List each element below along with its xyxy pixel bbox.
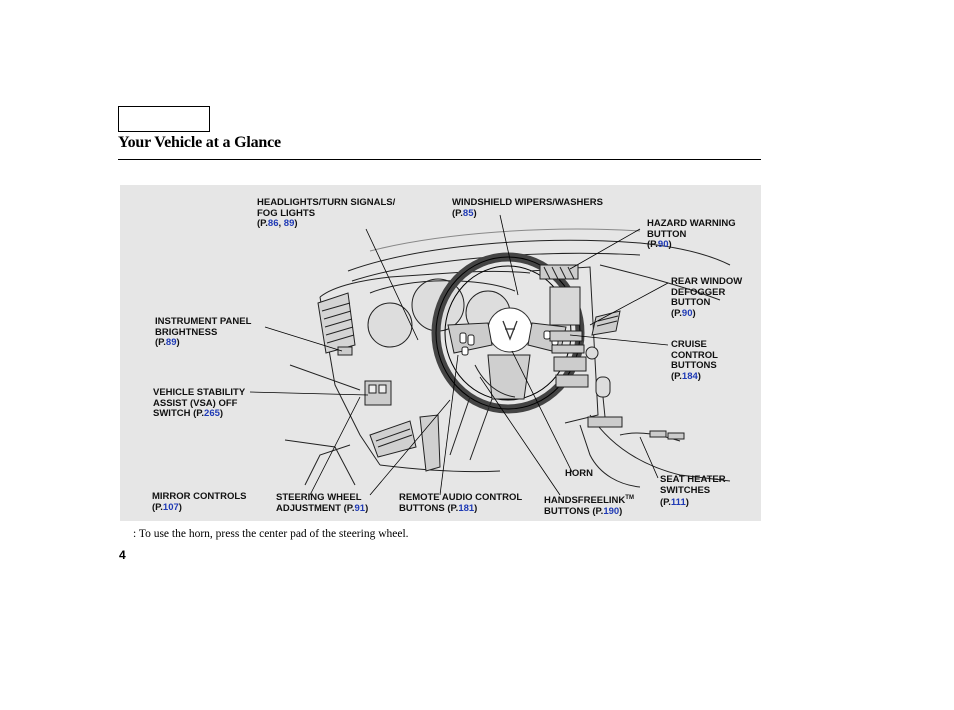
- center-stack-drawing: [529, 264, 599, 424]
- callout-seat-heater: SEAT HEATER SWITCHES (P.111): [660, 474, 726, 508]
- gear-shifter-drawing: [587, 376, 623, 428]
- callout-mirror: MIRROR CONTROLS (P.107): [152, 491, 247, 513]
- dashboard-illustration: [249, 214, 731, 496]
- callout-handsfreelink: HANDSFREELINKTM BUTTONS (P.190): [544, 495, 634, 517]
- section-tab-box: [118, 106, 210, 132]
- callout-rear-defogger: REAR WINDOW DEFOGGER BUTTON (P.90): [671, 276, 743, 319]
- callout-steering-adjustment: STEERING WHEEL ADJUSTMENT (P.91): [276, 492, 369, 514]
- callout-remote-audio: REMOTE AUDIO CONTROL BUTTONS (P.181): [399, 492, 523, 514]
- callout-instrument-brightness: INSTRUMENT PANEL BRIGHTNESS (P.89): [155, 316, 252, 348]
- callout-headlights: HEADLIGHTS/TURN SIGNALS/ FOG LIGHTS (P.8…: [257, 197, 396, 229]
- callout-wipers: WINDSHIELD WIPERS/WASHERS (P.85): [452, 197, 603, 219]
- pedals-drawing: [369, 414, 441, 472]
- callout-hazard: HAZARD WARNING BUTTON (P.90): [647, 218, 736, 250]
- left-air-vent: [317, 292, 356, 354]
- callout-horn: HORN: [565, 468, 593, 479]
- page-number: 4: [119, 548, 126, 562]
- title-rule: [118, 159, 761, 160]
- page-title: Your Vehicle at a Glance: [118, 134, 281, 151]
- callout-vsa: VEHICLE STABILITY ASSIST (VSA) OFF SWITC…: [153, 387, 246, 419]
- callout-cruise: CRUISE CONTROL BUTTONS (P.184): [671, 339, 718, 382]
- dashboard-figure: HEADLIGHTS/TURN SIGNALS/ FOG LIGHTS (P.8…: [120, 185, 761, 521]
- horn-footnote: : To use the horn, press the center pad …: [133, 528, 409, 540]
